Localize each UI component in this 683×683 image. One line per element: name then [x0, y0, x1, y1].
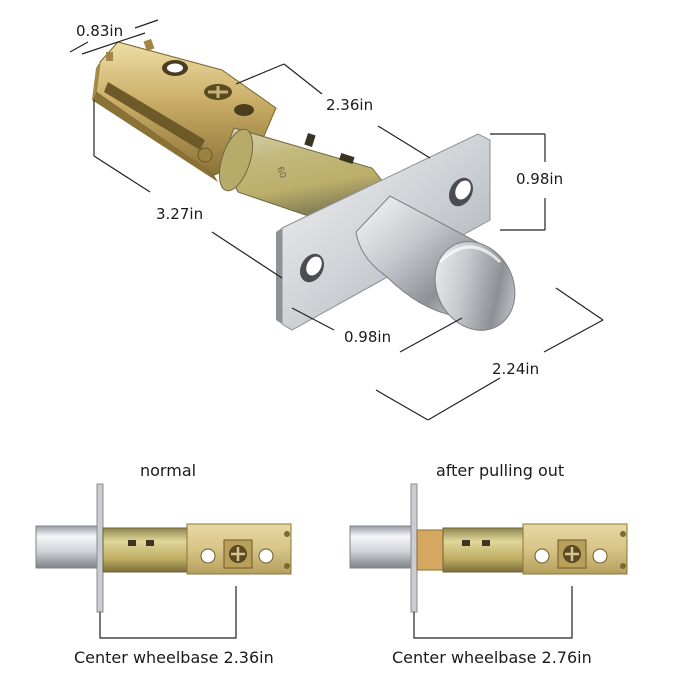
- latch-side-normal: [35, 483, 292, 613]
- dim-tube-length: 2.36in: [326, 96, 374, 114]
- normal-caption: Center wheelbase 2.36in: [74, 648, 274, 667]
- normal-title: normal: [140, 461, 197, 480]
- latch-bolt: [355, 195, 516, 331]
- wheelbase-bracket-normal: [99, 586, 237, 639]
- latch-side-extended: [349, 483, 628, 613]
- extended-caption: Center wheelbase 2.76in: [392, 648, 592, 667]
- extended-title: after pulling out: [436, 461, 565, 480]
- dim-faceplate-width: 0.83in: [76, 22, 124, 40]
- wheelbase-bracket-extended: [413, 586, 573, 639]
- dimension-lines-top: [69, 19, 604, 421]
- dim-plate-height: 0.98in: [516, 170, 564, 188]
- dim-bolt-diameter: 0.98in: [344, 328, 392, 346]
- dim-bolt-length: 2.24in: [492, 360, 540, 378]
- dim-overall-length: 3.27in: [156, 205, 204, 223]
- svg-text:60: 60: [274, 166, 287, 180]
